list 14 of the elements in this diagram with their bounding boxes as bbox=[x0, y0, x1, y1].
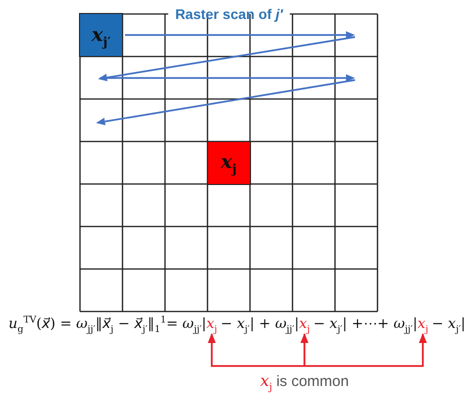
leader-arrow bbox=[304, 333, 427, 367]
highlighted-variable: x$_{j}$ bbox=[299, 315, 310, 333]
highlighted-variable: x$_{j}$ bbox=[417, 315, 428, 333]
callout-label: x$_{j}$ is common bbox=[260, 366, 349, 392]
formula-text: − x$_{j′}$| +⋯+ ω$_{jj′}$| bbox=[312, 315, 418, 333]
leader-arrow bbox=[300, 333, 308, 367]
formula-text: − x$_{j′}$| bbox=[430, 315, 466, 333]
formula-text: u$_{g}$$^{TV}$(x⃗) = ω$_{jj′}$‖x⃗$_{j}$ − x⃗$_{j′}$‖$_{1}$$^{1}$= ω$_{jj′}$| bbox=[8, 315, 206, 333]
leader-arrow bbox=[208, 333, 304, 367]
highlighted-variable: x$_{j}$ bbox=[206, 315, 218, 333]
figure-title: Raster scan of j′ bbox=[174, 5, 284, 23]
pixel-cell: x$_{j}$ bbox=[206, 140, 251, 185]
pixel-cell: x$_{j′}$ bbox=[79, 13, 124, 58]
formula-text: − x$_{j′}$| + ω$_{jj′}$| bbox=[220, 315, 300, 333]
